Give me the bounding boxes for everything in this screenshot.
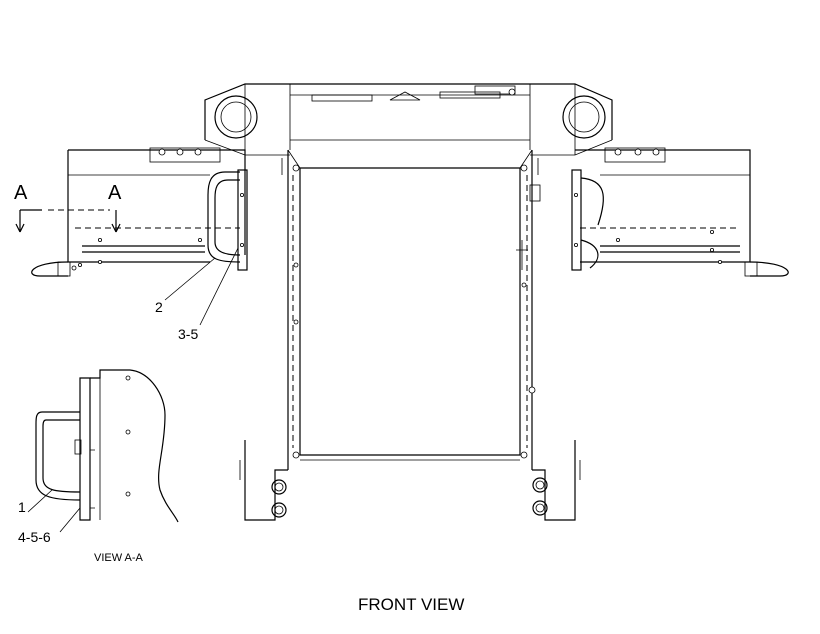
left-platform bbox=[31, 147, 246, 277]
callout-3-5: 3-5 bbox=[178, 326, 198, 342]
right-grab-handle bbox=[571, 169, 604, 271]
callout-1: 1 bbox=[18, 499, 26, 515]
leader-lines bbox=[27, 247, 239, 533]
lower-legs bbox=[239, 440, 581, 521]
left-grab-handle bbox=[207, 169, 248, 271]
section-cut-markers bbox=[15, 209, 121, 233]
section-mark-right: A bbox=[108, 182, 122, 204]
view-label: VIEW A-A bbox=[94, 552, 144, 564]
callout-4-5-6: 4-5-6 bbox=[18, 529, 51, 545]
callout-2: 2 bbox=[155, 299, 163, 315]
top-crossbar bbox=[204, 83, 613, 156]
center-frame bbox=[281, 149, 541, 470]
drawing-title: FRONT VIEW bbox=[358, 595, 464, 614]
section-mark-left: A bbox=[14, 182, 28, 204]
right-platform bbox=[575, 147, 789, 277]
view-a-a-detail bbox=[35, 369, 179, 523]
